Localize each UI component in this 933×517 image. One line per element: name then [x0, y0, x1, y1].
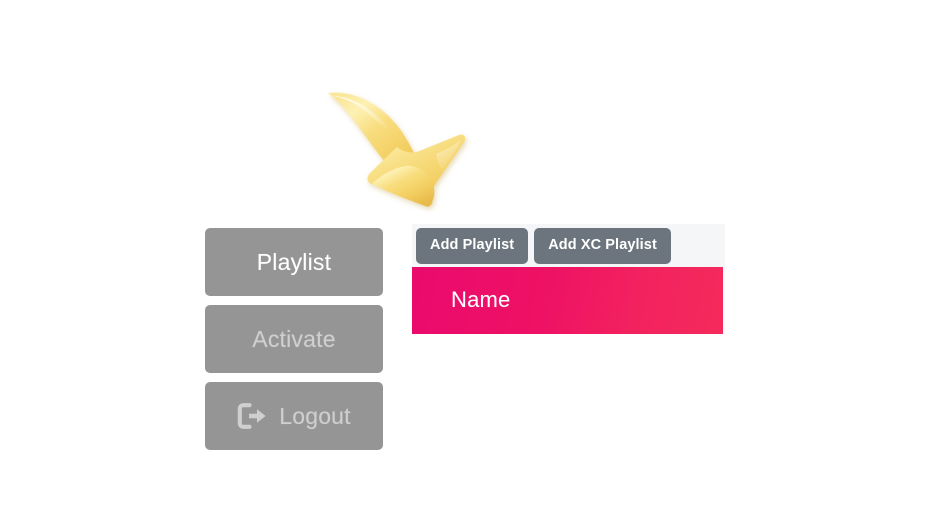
sidebar-item-playlist[interactable]: Playlist [205, 228, 383, 296]
sidebar-item-label-logout: Logout [279, 402, 351, 429]
playlist-panel: Add Playlist Add XC Playlist Name [412, 224, 725, 334]
sidebar-item-label-playlist: Playlist [256, 248, 332, 275]
panel-toolbar: Add Playlist Add XC Playlist [412, 224, 725, 267]
sidebar-item-label-activate: Activate [252, 325, 336, 352]
add-playlist-button[interactable]: Add Playlist [416, 228, 529, 264]
sidebar-item-logout[interactable]: Logout [205, 382, 383, 450]
sidebar-nav: Playlist Activate Logout [205, 228, 383, 450]
playlist-table-header: Name [412, 266, 723, 334]
logout-icon [237, 403, 267, 429]
curved-arrow-down-right-icon [318, 80, 473, 230]
column-header-name: Name [451, 287, 511, 312]
add-xc-playlist-button[interactable]: Add XC Playlist [534, 228, 671, 264]
sidebar-item-activate[interactable]: Activate [205, 305, 383, 373]
